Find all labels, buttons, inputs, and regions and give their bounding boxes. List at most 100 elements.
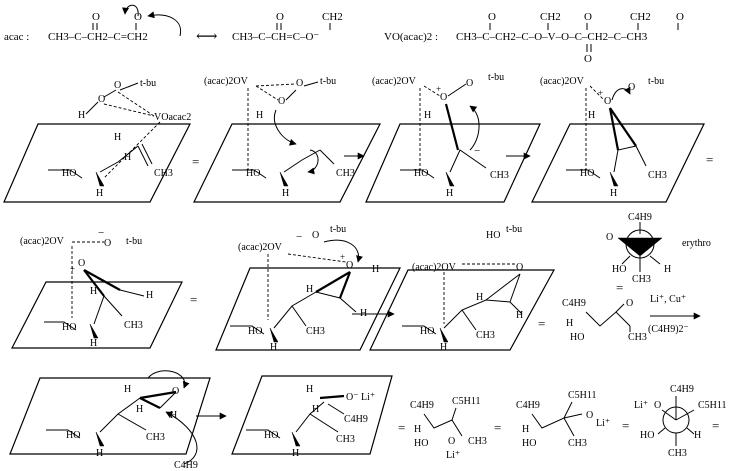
ch3-9: CH3 (336, 434, 355, 445)
li-f2: Li⁺ (596, 418, 610, 429)
newman-product: C4H9 Li⁺ O C5H11 HO H CH3 = (634, 384, 727, 459)
h-5: H (90, 286, 97, 297)
ho-2: HO (246, 168, 260, 179)
me-bond-8 (117, 413, 147, 431)
tbu-7: t-bu (506, 224, 522, 235)
frame-5: (acac)2OV O + O − t-bu H H HO H CH3 (11, 227, 183, 349)
o-newman: O (654, 400, 661, 411)
h-3b: H (446, 188, 453, 199)
cc-bond-9 (327, 403, 345, 415)
h-4: H (588, 110, 595, 121)
arrow-4 (611, 86, 631, 101)
wedge-5 (89, 323, 99, 339)
ch3-erythro: CH3 (632, 274, 651, 285)
plus-4: + (598, 88, 603, 98)
wedge-8 (95, 431, 105, 447)
h-substrate: H (566, 318, 573, 329)
vo-formula: CH3–C–CH2–C–O–V–O–C–CH2–C–CH3 (456, 31, 648, 43)
h-6: H (372, 264, 379, 275)
plus-6: + (340, 252, 345, 262)
o-c-bond-4a (608, 107, 620, 151)
arrow-2b (307, 149, 319, 175)
equals-6: = (398, 420, 405, 435)
acac-definition: acac : CH3–C–CH2–C=CH2 O O ⟷ CH3–C–CH=C–… (4, 4, 343, 45)
h-5c: H (90, 338, 97, 349)
arrow-2 (274, 109, 297, 146)
vo-ch2-1: CH2 (540, 11, 561, 23)
o-7: O (516, 262, 523, 273)
v-coord-1c (103, 121, 161, 179)
peroxide-o-1: O (98, 94, 105, 105)
arrow-6 (323, 239, 363, 263)
h-newman: H (694, 430, 701, 441)
allyl-9 (295, 401, 325, 433)
erythro-label: erythro (682, 238, 711, 249)
ch3-7: CH3 (476, 330, 495, 341)
h-1: H (78, 110, 85, 121)
epoxide-wedge-erythro (617, 237, 663, 257)
frame-4: (acac)2OV O + O t-bu H HO H CH3 (531, 76, 705, 203)
ho-7-top: HO (486, 230, 500, 241)
equals-3: = (190, 292, 197, 307)
h-8b: H (170, 410, 177, 421)
ho-9: HO (264, 430, 278, 441)
epoxide-bond-8b (139, 397, 161, 409)
c4h9-f2: C4H9 (516, 400, 540, 411)
allyl-7 (443, 299, 523, 329)
co-bond-9 (319, 394, 345, 400)
wedge-9 (291, 431, 301, 447)
o-3b: O (466, 78, 473, 89)
minus-5: − (98, 227, 104, 239)
plus-5: + (70, 264, 75, 274)
acac2ov-7: (acac)2OV (412, 262, 457, 273)
equals-2: = (706, 152, 713, 167)
ch3-4: CH3 (648, 170, 667, 181)
acac-carbonyl-o-2: O (134, 11, 142, 23)
o-3: O (440, 92, 447, 103)
h-3: H (424, 110, 431, 121)
tbu-3: t-bu (488, 72, 504, 83)
peroxide-o-2: O (114, 80, 121, 91)
chain-5 (44, 321, 77, 331)
o-substrate: O (626, 298, 633, 309)
li-o-newman: Li⁺ (634, 400, 648, 411)
erythro-projection: C4H9 O erythro HO H CH3 (606, 212, 711, 285)
c5h11-newman: C5H11 (698, 400, 727, 411)
frame-3: (acac)2OV O + O t-bu H − HO H CH3 (365, 72, 541, 203)
wedge-6 (269, 327, 279, 343)
plane-9 (231, 375, 393, 455)
epoxide-substrate: C4H9 H HO O CH3 Li⁺, Cu⁺ (C4H9)2⁻ (562, 294, 701, 343)
ch3-5: CH3 (124, 320, 143, 331)
v-coord-1 (117, 91, 155, 117)
minus-6: − (296, 231, 302, 243)
tbu-1: t-bu (140, 78, 156, 89)
oo-bond-1 (103, 89, 117, 98)
enolate-o: O (276, 11, 284, 23)
o-6b: O (312, 230, 319, 241)
acac2ov-2: (acac)2OV (204, 76, 249, 87)
wedge-2 (279, 171, 289, 187)
ho-7: HO (420, 326, 434, 337)
equals-7: = (494, 420, 501, 435)
ho-f1: HO (414, 438, 428, 449)
c4h9-9: C4H9 (344, 414, 368, 425)
wedge-7 (439, 327, 449, 343)
wedge-3 (445, 171, 455, 187)
o-c-bond-5b (83, 269, 121, 291)
reagent-top: Li⁺, Cu⁺ (650, 294, 686, 305)
ho-6: HO (248, 326, 262, 337)
plus-3: + (436, 84, 441, 94)
acac2ov-6: (acac)2OV (238, 242, 283, 253)
o-c-bond-6b (338, 271, 352, 299)
fischer-product-2: C4H9 C5H11 H HO O Li⁺ CH3 (516, 390, 610, 449)
h-5b: H (146, 290, 153, 301)
vo-ch2-2: CH2 (630, 11, 651, 23)
chain-1 (48, 169, 83, 179)
h-6d: H (270, 342, 277, 353)
o-2: O (278, 96, 285, 107)
o-minus-9: O⁻ Li⁺ (346, 392, 375, 403)
alkene-2 (319, 149, 335, 165)
epoxide-bond-8c (159, 391, 177, 409)
epoxide-bond-8a (139, 390, 177, 400)
h-erythro: H (664, 264, 671, 275)
